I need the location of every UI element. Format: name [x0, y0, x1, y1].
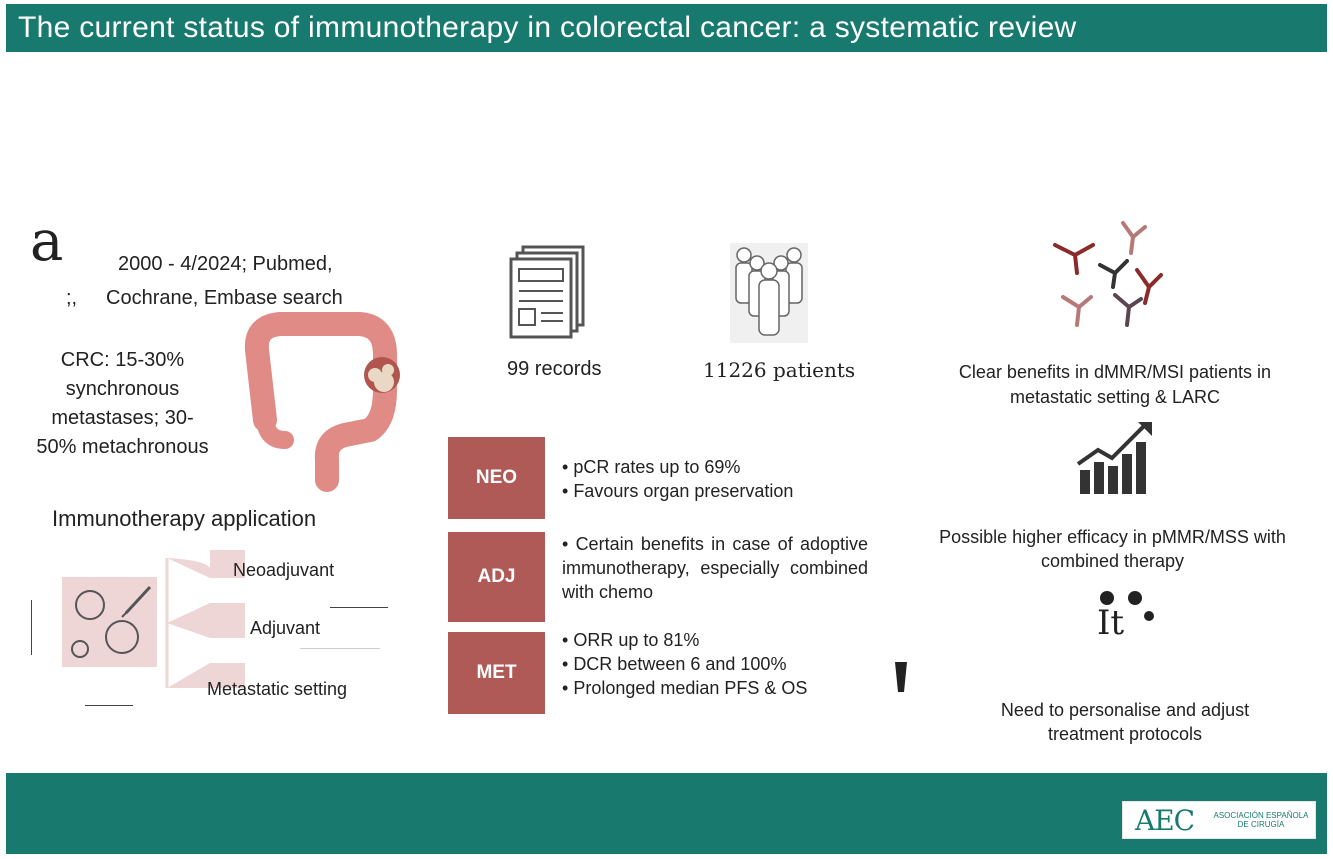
bullet-item: DCR between 6 and 100%: [562, 652, 807, 676]
personalise-text: Need to personalise and adjust treatment…: [1000, 700, 1250, 744]
benefit-text: Clear benefits in dMMR/MSI patients in m…: [958, 362, 1272, 407]
bullet-item: ORR up to 81%: [562, 628, 807, 652]
bullet-item: pCR rates up to 69%: [562, 455, 793, 479]
patients-group-icon: [730, 243, 808, 343]
footer-band: [6, 773, 1327, 854]
patients-count: 11226 patients: [703, 358, 856, 382]
neo-box: NEO: [448, 437, 545, 519]
neo-bullets: pCR rates up to 69% Favours organ preser…: [562, 455, 793, 503]
aec-logo-line: DE CIRUGÍA: [1237, 820, 1285, 829]
growth-chart-icon: [1076, 422, 1152, 494]
met-box: MET: [448, 632, 545, 714]
crc-line: synchronous: [65, 378, 180, 400]
logo-glyph: a: [30, 209, 64, 274]
bullet-item: Favours organ preservation: [562, 479, 793, 503]
application-title: Immunotherapy application: [52, 506, 317, 531]
adj-bullets: Certain benefits in case of adoptive imm…: [562, 532, 868, 604]
bullet-item: Prolonged median PFS & OS: [562, 676, 807, 700]
branch-adjuvant: Adjuvant: [250, 618, 321, 638]
branch-metastatic: Metastatic setting: [207, 679, 348, 699]
antibodies-icon: [1053, 221, 1163, 327]
crc-line: metastases; 30-: [51, 407, 194, 429]
crc-line: 50% metachronous: [36, 436, 209, 458]
records-count: 99 records: [507, 358, 602, 380]
search-dates: 2000 - 4/2024; Pubmed,: [118, 253, 333, 275]
divider: [31, 600, 32, 655]
efficacy-text: Possible higher efficacy in pMMR/MSS wit…: [939, 527, 1286, 571]
met-bullets: ORR up to 81% DCR between 6 and 100% Pro…: [562, 628, 807, 700]
search-databases: Cochrane, Embase search: [106, 287, 343, 309]
colon-illustration: [244, 312, 400, 492]
aec-logo-text: ASOCIACIÓN ESPAÑOLA DE CIRUGÍA: [1211, 811, 1311, 829]
crc-statistics: CRC: 15-30% synchronous metastases; 30- …: [10, 346, 235, 462]
crc-line: CRC: 15-30%: [60, 349, 185, 371]
divider: [300, 648, 380, 649]
page-title: The current status of immunotherapy in c…: [18, 11, 1077, 44]
aec-logo-line: ASOCIACIÓN ESPAÑOLA: [1213, 811, 1309, 820]
aec-logo: AEC ASOCIACIÓN ESPAÑOLA DE CIRUGÍA: [1122, 801, 1316, 839]
search-prefix: ;,: [66, 287, 78, 309]
branch-neoadjuvant: Neoadjuvant: [233, 560, 335, 580]
aec-logo-mark: AEC: [1135, 804, 1195, 837]
marker-icon: [895, 662, 907, 692]
title-banner: The current status of immunotherapy in c…: [6, 4, 1327, 52]
adj-box: ADJ: [448, 532, 545, 622]
virus-syringe-icon: [62, 577, 157, 667]
svg-text:It: It: [1097, 603, 1124, 638]
divider: [85, 705, 133, 706]
bullet-item: Certain benefits in case of adoptive imm…: [562, 532, 868, 604]
documents-icon: [509, 245, 585, 339]
branch-connector: [165, 550, 245, 688]
divider: [330, 607, 388, 608]
personalise-icon: It: [1097, 591, 1154, 638]
